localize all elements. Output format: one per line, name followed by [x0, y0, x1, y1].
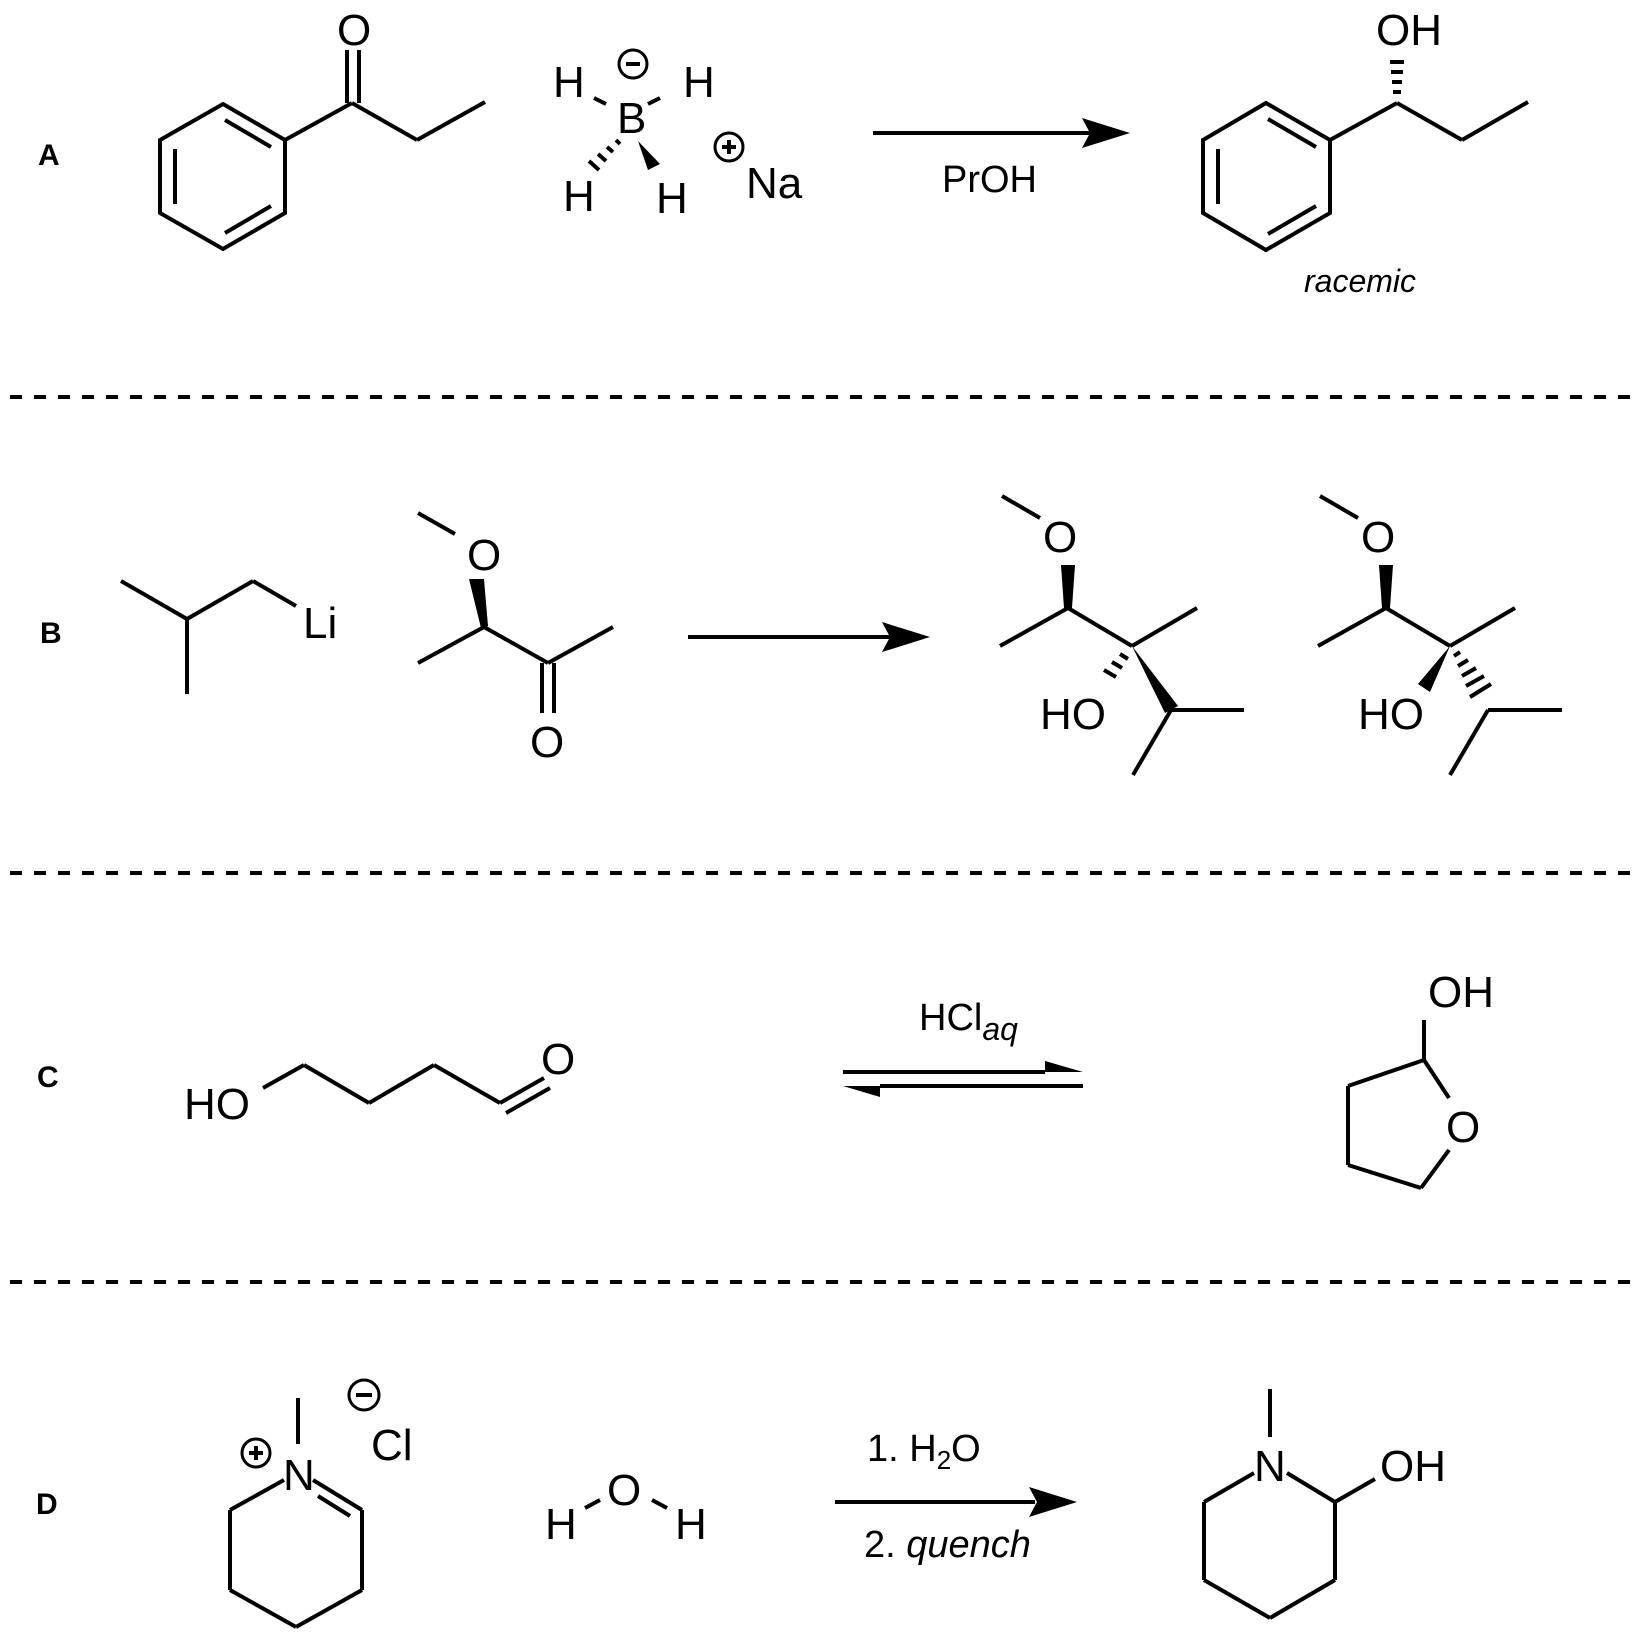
methoxy-oxygen: O	[1361, 513, 1395, 562]
wedge-bond	[1061, 565, 1075, 608]
negative-charge-icon	[347, 1378, 381, 1412]
ketone-oxygen: O	[337, 6, 371, 55]
iminium-chloride: N Cl	[228, 1378, 413, 1629]
wedge-bond	[1132, 646, 1178, 713]
hydroxyl-group: OH	[1428, 968, 1494, 1017]
reaction-arrow-a: PrOH	[873, 118, 1130, 201]
reagent-label: HClaq	[919, 997, 1018, 1047]
hydroxyl-group: HO	[1040, 690, 1106, 739]
methylpiperidinol: N OH	[1202, 1389, 1446, 1620]
positive-charge-icon	[713, 131, 745, 163]
panel-label-b: B	[40, 617, 62, 650]
nitrogen-atom: N	[283, 1451, 315, 1500]
methoxy-oxygen: O	[467, 531, 501, 580]
diastereomer-2: O HO	[1317, 494, 1562, 777]
nitrogen-atom: N	[1254, 1442, 1286, 1491]
water-molecule: H O H	[545, 1466, 707, 1549]
hydroxyl-group: OH	[1376, 6, 1442, 55]
panel-c: C HO O HClaq OH	[37, 968, 1494, 1190]
ketone-oxygen: O	[530, 718, 564, 767]
panel-a: A O B H H H H	[38, 6, 1529, 299]
wedge-bond	[1379, 565, 1393, 608]
hydrogen-atom: H	[553, 58, 585, 107]
hydrogen-atom: H	[563, 172, 595, 221]
hydroxyl-group: HO	[1358, 690, 1424, 739]
reaction-arrow-b	[688, 622, 930, 652]
phenylpropanol: OH racemic	[1201, 6, 1529, 299]
sodium-borohydride: B H H H H Na	[553, 48, 803, 223]
propiophenone: O	[158, 6, 486, 252]
sodium-atom: Na	[746, 159, 803, 208]
tetrahydrofuranol: OH O	[1346, 968, 1494, 1190]
step-2-label: 2. quench	[864, 1524, 1031, 1566]
negative-charge-icon	[617, 48, 649, 80]
panel-label-d: D	[36, 1488, 58, 1521]
equilibrium-arrow: HClaq	[843, 997, 1083, 1097]
positive-charge-icon	[240, 1437, 272, 1469]
isobutyllithium: Li	[120, 579, 337, 694]
reaction-arrow-d: 1. H2O 2. quench	[835, 1428, 1077, 1566]
panel-label-a: A	[38, 139, 60, 172]
panel-b: B Li O O O	[40, 494, 1562, 777]
hydroxyl-group: OH	[1380, 1442, 1446, 1491]
hydrogen-atom: H	[683, 58, 715, 107]
boron-atom: B	[617, 94, 646, 143]
hashed-bond	[1452, 650, 1493, 699]
wedge-bond	[1418, 646, 1450, 692]
methoxy-oxygen: O	[1043, 513, 1077, 562]
step-1-label: 1. H2O	[867, 1428, 981, 1475]
aldehyde-oxygen: O	[541, 1035, 575, 1084]
hashed-bond	[1102, 652, 1130, 679]
reagent-label: PrOH	[942, 159, 1037, 201]
oxygen-atom: O	[607, 1466, 641, 1515]
diastereomer-1: O HO	[999, 494, 1244, 777]
panel-d: D N Cl H O H	[36, 1378, 1446, 1629]
hydroxybutanal: HO O	[184, 1035, 575, 1129]
ring-oxygen: O	[1446, 1103, 1480, 1152]
hydrogen-atom: H	[545, 1500, 577, 1549]
hydroxyl-group: HO	[184, 1080, 250, 1129]
wedge-bond	[638, 141, 660, 170]
chloride-ion: Cl	[371, 1421, 413, 1470]
hashed-bond	[587, 138, 622, 172]
panel-label-c: C	[37, 1061, 59, 1094]
hydrogen-atom: H	[656, 174, 688, 223]
lithium-atom: Li	[303, 599, 337, 648]
racemic-note: racemic	[1304, 263, 1416, 299]
methoxybutanone: O O	[417, 511, 614, 767]
hashed-bond	[1390, 60, 1404, 94]
hydrogen-atom: H	[675, 1500, 707, 1549]
